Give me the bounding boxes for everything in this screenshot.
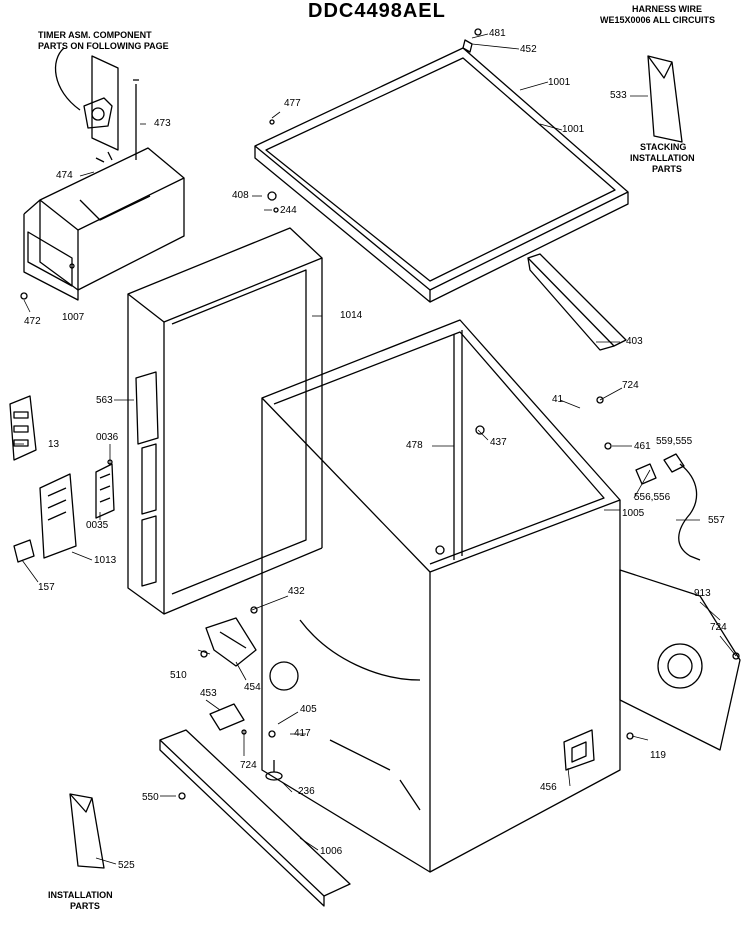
part-label: 563 xyxy=(96,395,113,406)
part-label: 724 xyxy=(710,622,727,633)
control-housing xyxy=(24,148,184,300)
part-label: 13 xyxy=(48,439,60,450)
part-label: 0036 xyxy=(96,432,119,443)
timer-note-line1: TIMER ASM. COMPONENT xyxy=(38,30,152,40)
control-panel-plate xyxy=(10,396,36,460)
leader-lines xyxy=(14,34,736,864)
part-label: 244 xyxy=(280,205,297,216)
part-label: 477 xyxy=(284,98,301,109)
part-label: 461 xyxy=(634,441,651,452)
part-label: 1014 xyxy=(340,310,363,321)
part-label: 157 xyxy=(38,582,55,593)
part-label: 456 xyxy=(540,782,557,793)
bracket-157 xyxy=(14,540,34,562)
part-label: 417 xyxy=(294,728,311,739)
switch-block xyxy=(96,464,114,518)
control-panel-frame xyxy=(128,228,322,614)
part-label: 437 xyxy=(490,437,507,448)
part-label: 454 xyxy=(244,682,261,693)
part-label: 1001 xyxy=(548,77,571,88)
cabinet xyxy=(262,320,620,872)
part-label: 510 xyxy=(170,670,187,681)
fasteners xyxy=(21,29,739,799)
blower-housing xyxy=(206,618,256,666)
part-label: 913 xyxy=(694,588,711,599)
part-label: 0035 xyxy=(86,520,109,531)
base-trim xyxy=(160,730,350,906)
bracket-453 xyxy=(210,704,244,730)
part-label: 559,555 xyxy=(656,436,693,447)
latch-456 xyxy=(564,730,594,770)
part-label: 405 xyxy=(300,704,317,715)
part-label: 1006 xyxy=(320,846,343,857)
part-label: 41 xyxy=(552,394,564,405)
part-label: 408 xyxy=(232,190,249,201)
harness-note-line2: WE15X0006 ALL CIRCUITS xyxy=(600,15,716,25)
part-label: 472 xyxy=(24,316,41,327)
part-label: 525 xyxy=(118,860,135,871)
top-panel xyxy=(255,40,628,302)
part-label: 533 xyxy=(610,90,627,101)
part-label: 453 xyxy=(200,688,217,699)
part-label: 1005 xyxy=(622,508,645,519)
stacking-note-line3: PARTS xyxy=(652,164,682,174)
part-label: 724 xyxy=(622,380,639,391)
stacking-note-line2: INSTALLATION xyxy=(630,153,695,163)
part-label: 403 xyxy=(626,336,643,347)
part-label: 550 xyxy=(142,792,159,803)
rear-panel xyxy=(620,570,740,750)
power-cord xyxy=(636,454,700,560)
part-label: 452 xyxy=(520,44,537,55)
part-label: 478 xyxy=(406,440,423,451)
model-title: DDC4498AEL xyxy=(308,0,446,22)
part-label: 119 xyxy=(650,750,666,761)
install-note-line1: INSTALLATION xyxy=(48,890,113,900)
part-label: 432 xyxy=(288,586,305,597)
part-label: 556,556 xyxy=(634,492,671,503)
back-plate xyxy=(40,474,76,558)
stacking-parts-envelope xyxy=(648,56,682,142)
part-label: 1001 xyxy=(562,124,585,135)
part-label: 481 xyxy=(489,28,506,39)
part-label: 1013 xyxy=(94,555,117,566)
installation-parts-envelope xyxy=(70,794,104,868)
part-label: 557 xyxy=(708,515,725,526)
part-label: 724 xyxy=(240,760,257,771)
part-label: 236 xyxy=(298,786,315,797)
part-label: 474 xyxy=(56,170,73,181)
top-trim-strip xyxy=(528,254,626,350)
timer-assembly xyxy=(56,48,139,162)
leveling-foot xyxy=(266,760,282,780)
timer-note-line2: PARTS ON FOLLOWING PAGE xyxy=(38,41,169,51)
harness-note-line1: HARNESS WIRE xyxy=(632,4,703,14)
install-note-line2: PARTS xyxy=(70,901,100,911)
stacking-note-line1: STACKING xyxy=(640,142,687,152)
part-label: 1007 xyxy=(62,312,85,323)
part-label: 473 xyxy=(154,118,171,129)
